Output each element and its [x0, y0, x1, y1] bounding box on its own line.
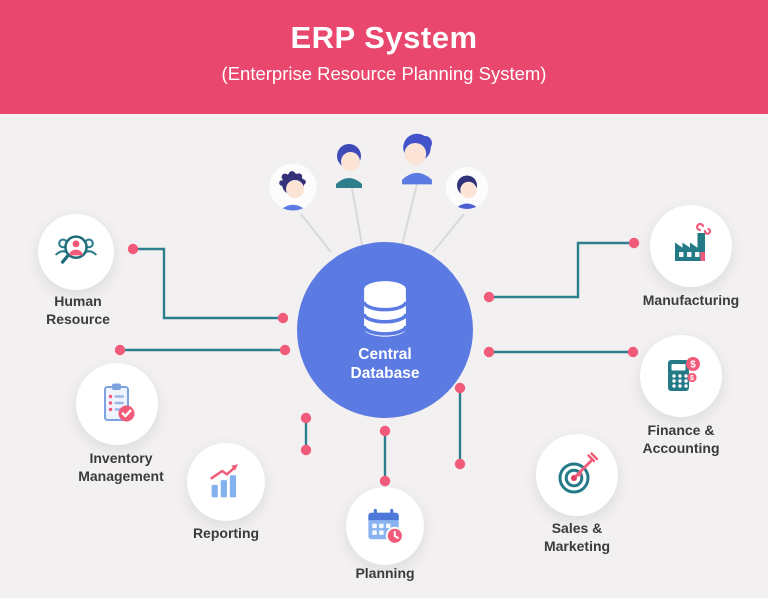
user-connection-lines [300, 183, 465, 253]
factory-icon [675, 222, 712, 261]
label-manufacturing: Manufacturing [642, 292, 740, 308]
target-dart-icon [558, 452, 599, 494]
header: ERP System (Enterprise Resource Planning… [0, 0, 768, 114]
node-finance-accounting: $ $ [640, 335, 722, 417]
clipboard-check-icon [104, 383, 135, 422]
node-sales-marketing [536, 434, 618, 516]
page-subtitle: (Enterprise Resource Planning System) [221, 63, 547, 84]
node-manufacturing [650, 205, 732, 287]
label-reporting: Reporting [192, 525, 260, 541]
bar-chart-arrow-icon [210, 464, 238, 498]
label-planning: Planning [355, 565, 415, 581]
node-reporting [187, 443, 265, 521]
svg-text:$: $ [690, 375, 694, 382]
label-inventory-management: Inventory Management [78, 450, 164, 485]
people-search-icon [55, 235, 97, 264]
calculator-dollar-icon: $ $ [668, 357, 700, 391]
label-finance-accounting: Finance & Accounting [642, 422, 720, 457]
connector-dots [114, 237, 640, 487]
connector-lines [120, 241, 634, 481]
node-human-resource [38, 214, 114, 290]
calendar-clock-icon [367, 508, 404, 545]
label-sales-marketing: Sales & Marketing [543, 520, 611, 555]
node-planning [346, 487, 424, 565]
database-icon [362, 280, 408, 337]
label-human-resource: Human Resource [46, 293, 110, 328]
svg-text:$: $ [690, 359, 696, 370]
central-database-label: Central Database [350, 345, 420, 382]
users-illustration [269, 133, 488, 211]
page-title: ERP System [290, 20, 478, 55]
central-database-node: Central Database [297, 242, 473, 418]
node-inventory-management [76, 363, 158, 445]
